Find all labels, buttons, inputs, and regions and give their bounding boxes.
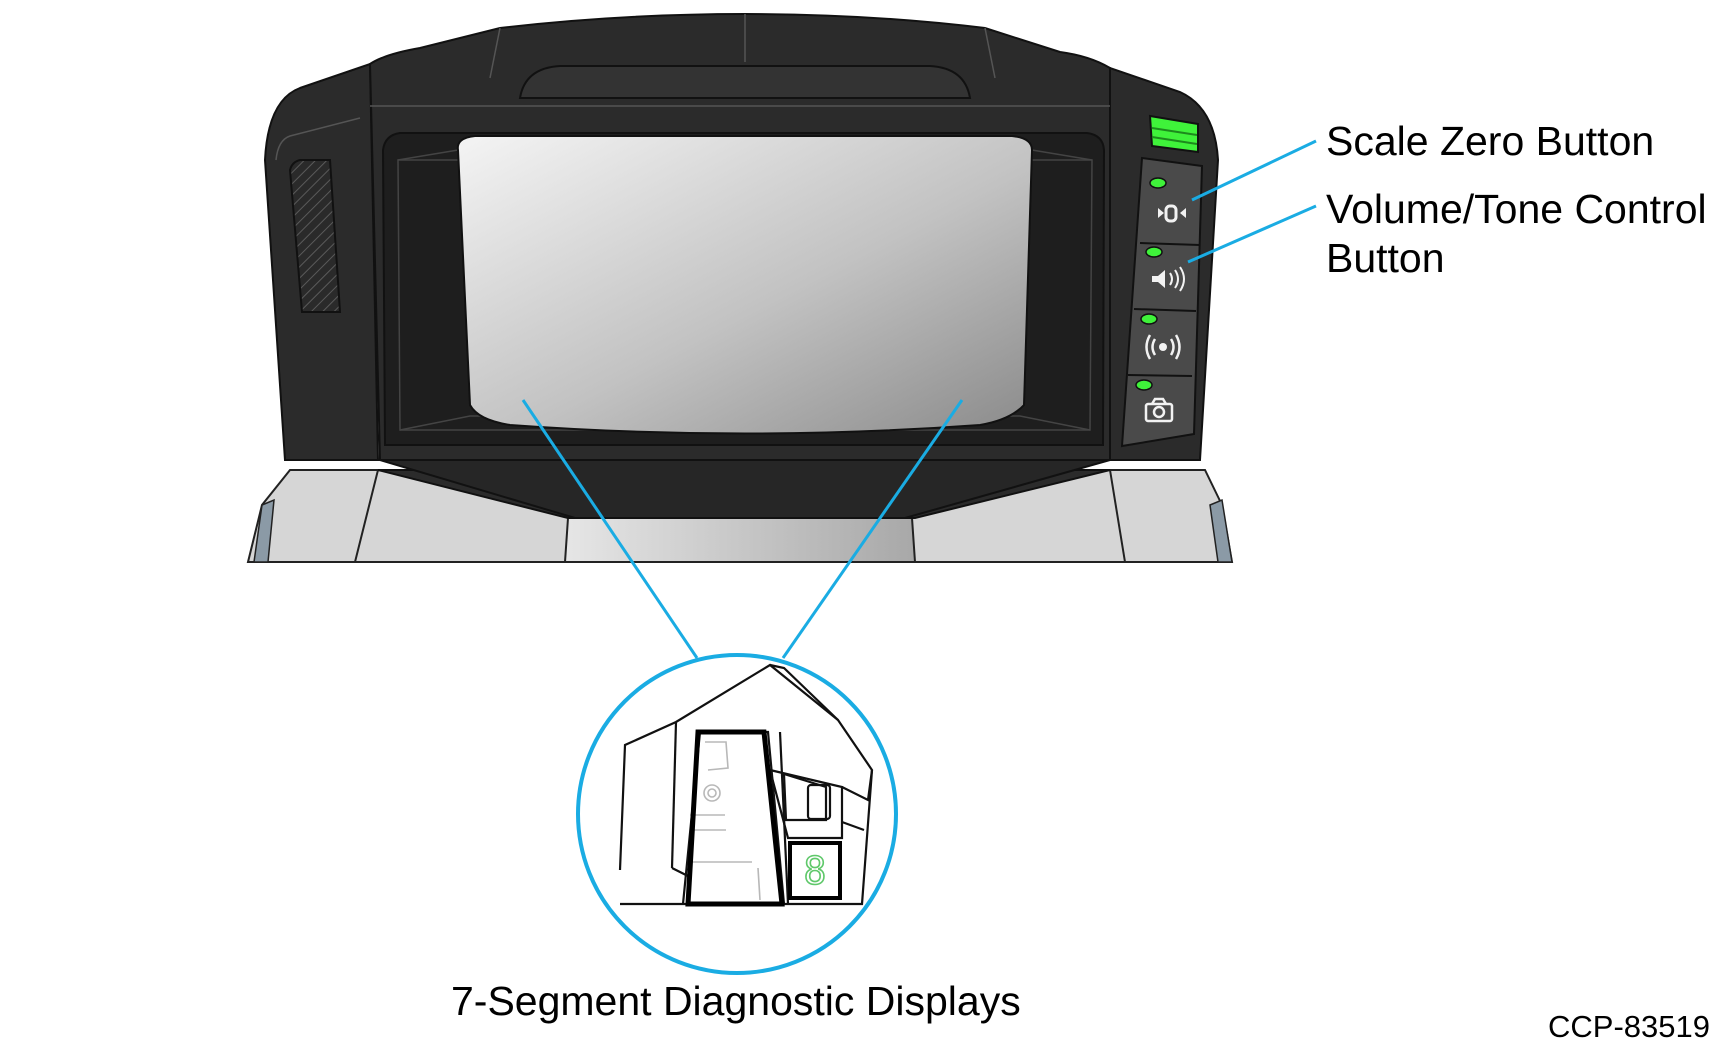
scale-zero-callout-line [1191, 139, 1317, 202]
control-panel [1120, 114, 1204, 448]
scale-zero-button-label: Scale Zero Button [1326, 118, 1655, 164]
scanner-window [381, 132, 1106, 446]
camera-led [1135, 379, 1153, 391]
volume-led [1145, 246, 1163, 258]
wireless-signal-icon[interactable] [1145, 334, 1181, 360]
callout-lines [521, 139, 1317, 659]
camera-icon[interactable] [1144, 397, 1174, 423]
left-diagnostic-callout-line [521, 399, 699, 659]
diagnostic-detail-magnifier: 8 [576, 653, 898, 975]
volume-tone-control-button-label: Volume/Tone Control Button [1326, 186, 1707, 281]
seven-segment-display: 8 [788, 841, 842, 900]
seven-segment-displays-label: 7-Segment Diagnostic Displays [451, 978, 1021, 1024]
figure-code: CCP-83519 [1548, 1009, 1710, 1044]
scale-zero-led [1149, 177, 1167, 189]
right-diagnostic-callout-line [781, 399, 964, 659]
volume-callout-line [1187, 204, 1317, 264]
scale-zero-icon[interactable] [1158, 204, 1186, 223]
seven-segment-digit: 8 [804, 849, 827, 893]
wireless-led [1140, 313, 1158, 325]
speaker-volume-icon[interactable] [1152, 266, 1185, 292]
status-light-bar [1148, 114, 1199, 154]
